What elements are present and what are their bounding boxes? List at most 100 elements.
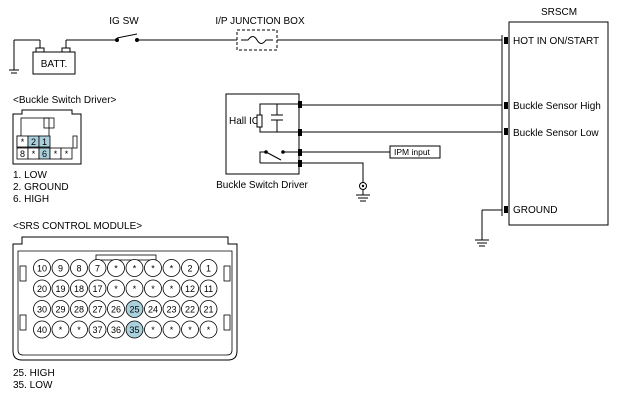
- buckle-switch-driver-label: Buckle Switch Driver: [216, 180, 308, 191]
- buckle-pin-label: 8: [20, 149, 25, 159]
- srs-pin-label: 37: [92, 325, 102, 335]
- buckle-pin-label: *: [32, 149, 36, 159]
- srscm-box: [508, 21, 609, 226]
- srs-pin-cell: [107, 320, 125, 339]
- buckle-switch-icon: [265, 151, 282, 161]
- srs-pin-cell: [199, 320, 218, 339]
- srs-pin-label: *: [114, 264, 118, 274]
- srs-pin-cell: [199, 279, 218, 298]
- srs-pin-label: 10: [37, 264, 47, 274]
- srs-pin-cell: [70, 259, 88, 277]
- terminal-buckle-low: [504, 128, 508, 135]
- srs-pin-label: 12: [185, 284, 195, 294]
- srs-pin-cell: [162, 320, 181, 339]
- buckle-pin-note: 2. GROUND: [13, 182, 69, 193]
- hall-ic-label: Hall IC: [229, 116, 259, 127]
- ipm-input-label: IPM input: [394, 147, 431, 157]
- srs-pin-label: *: [170, 284, 174, 294]
- srs-pin-label: 24: [148, 305, 158, 315]
- srs-pin-cell: [144, 320, 162, 339]
- buckle-pin-label: 1: [42, 137, 47, 147]
- ground-label: GROUND: [513, 205, 557, 216]
- srs-pin-label: 9: [58, 264, 63, 274]
- srs-pin-cell: [51, 279, 70, 298]
- srs-pin-cell: [162, 279, 181, 298]
- srs-pin-cell: [88, 320, 107, 339]
- ipm-input-box: [389, 145, 441, 159]
- srs-pin-label: 1: [206, 264, 211, 274]
- srs-pin-label: 28: [74, 305, 84, 315]
- srs-pin-label: 11: [204, 284, 213, 294]
- chassis-ground-icon: [356, 182, 370, 202]
- srs-pin-label: 30: [37, 305, 47, 315]
- srs-pin-cell: [125, 279, 144, 298]
- srs-pin-cell: [199, 259, 218, 277]
- srs-pin-label: *: [170, 264, 174, 274]
- srs-pin-label: *: [133, 284, 137, 294]
- ground-symbol-battery: [9, 69, 19, 74]
- srs-pin-label: 22: [185, 305, 195, 315]
- srs-pin-cell: [51, 259, 70, 277]
- buckle-connector-title: <Buckle Switch Driver>: [13, 95, 117, 106]
- buckle-pin-label: 2: [31, 137, 36, 147]
- ig-switch-label: IG SW: [109, 16, 139, 27]
- srs-pin-label: *: [133, 264, 137, 274]
- srs-pin-cell: [70, 300, 88, 318]
- srs-pin-cell: [162, 259, 181, 277]
- srs-pin-label: 26: [111, 305, 121, 315]
- buckle-pin-label: *: [21, 137, 25, 147]
- srs-pin-cell: [144, 259, 162, 277]
- srs-pin-label: 21: [203, 305, 213, 315]
- buckle-low-label: Buckle Sensor Low: [513, 128, 599, 139]
- srs-pin-cell: [88, 300, 107, 318]
- srs-pin-cell: [181, 300, 199, 318]
- srs-pin-label: *: [207, 325, 211, 335]
- srs-pin-label: *: [170, 325, 174, 335]
- srs-pin-cell: [88, 259, 107, 277]
- fuse-icon: [241, 36, 273, 44]
- srs-pin-cell: [199, 300, 218, 318]
- buckle-pin-note: 1. LOW: [13, 170, 47, 181]
- battery-label: BATT.: [41, 59, 67, 70]
- srs-pin-cell: [33, 259, 51, 277]
- srs-pin-label: 8: [76, 264, 81, 274]
- srscm-title: SRSCM: [541, 7, 577, 18]
- buckle-high-label: Buckle Sensor High: [513, 101, 601, 112]
- srs-pin-cell: [162, 300, 181, 318]
- srs-pin-cell: [144, 279, 162, 298]
- srs-pin-note: 25. HIGH: [13, 368, 55, 379]
- srs-pin-label: 17: [92, 284, 102, 294]
- buckle-switch-driver-box: [225, 93, 300, 175]
- srs-pin-cell: [181, 259, 199, 277]
- srs-pin-label: 23: [166, 305, 176, 315]
- srs-pin-cell: [88, 279, 107, 298]
- srs-pin-label: *: [151, 264, 155, 274]
- srs-pin-label: *: [77, 325, 81, 335]
- junction-box-label: I/P JUNCTION BOX: [215, 16, 305, 27]
- srs-pin-label: *: [188, 325, 192, 335]
- srs-pin-label: 40: [37, 325, 47, 335]
- terminal-ground: [504, 206, 508, 213]
- srs-pin-cell: [51, 300, 70, 318]
- ground-symbol-srscm: [475, 239, 489, 247]
- srs-pin-cell: [51, 320, 70, 339]
- srs-connector: [12, 236, 238, 361]
- srs-pin-label: 27: [92, 305, 102, 315]
- srs-pin-cell: [125, 300, 144, 318]
- buckle-pin-cell: [60, 147, 73, 160]
- srs-pin-label: 19: [55, 284, 65, 294]
- terminal-buckle-high: [504, 102, 508, 109]
- srs-pin-cell: [125, 320, 144, 339]
- srs-pin-cell: [33, 300, 51, 318]
- buckle-pin-label: *: [65, 149, 69, 159]
- srs-pin-label: 35: [129, 325, 139, 335]
- srs-pin-label: 25: [129, 305, 139, 315]
- srs-pin-cell: [70, 320, 88, 339]
- srs-pin-cell: [33, 320, 51, 339]
- srs-pin-label: *: [114, 284, 118, 294]
- srs-pin-label: 18: [74, 284, 84, 294]
- srs-pin-label: 29: [55, 305, 65, 315]
